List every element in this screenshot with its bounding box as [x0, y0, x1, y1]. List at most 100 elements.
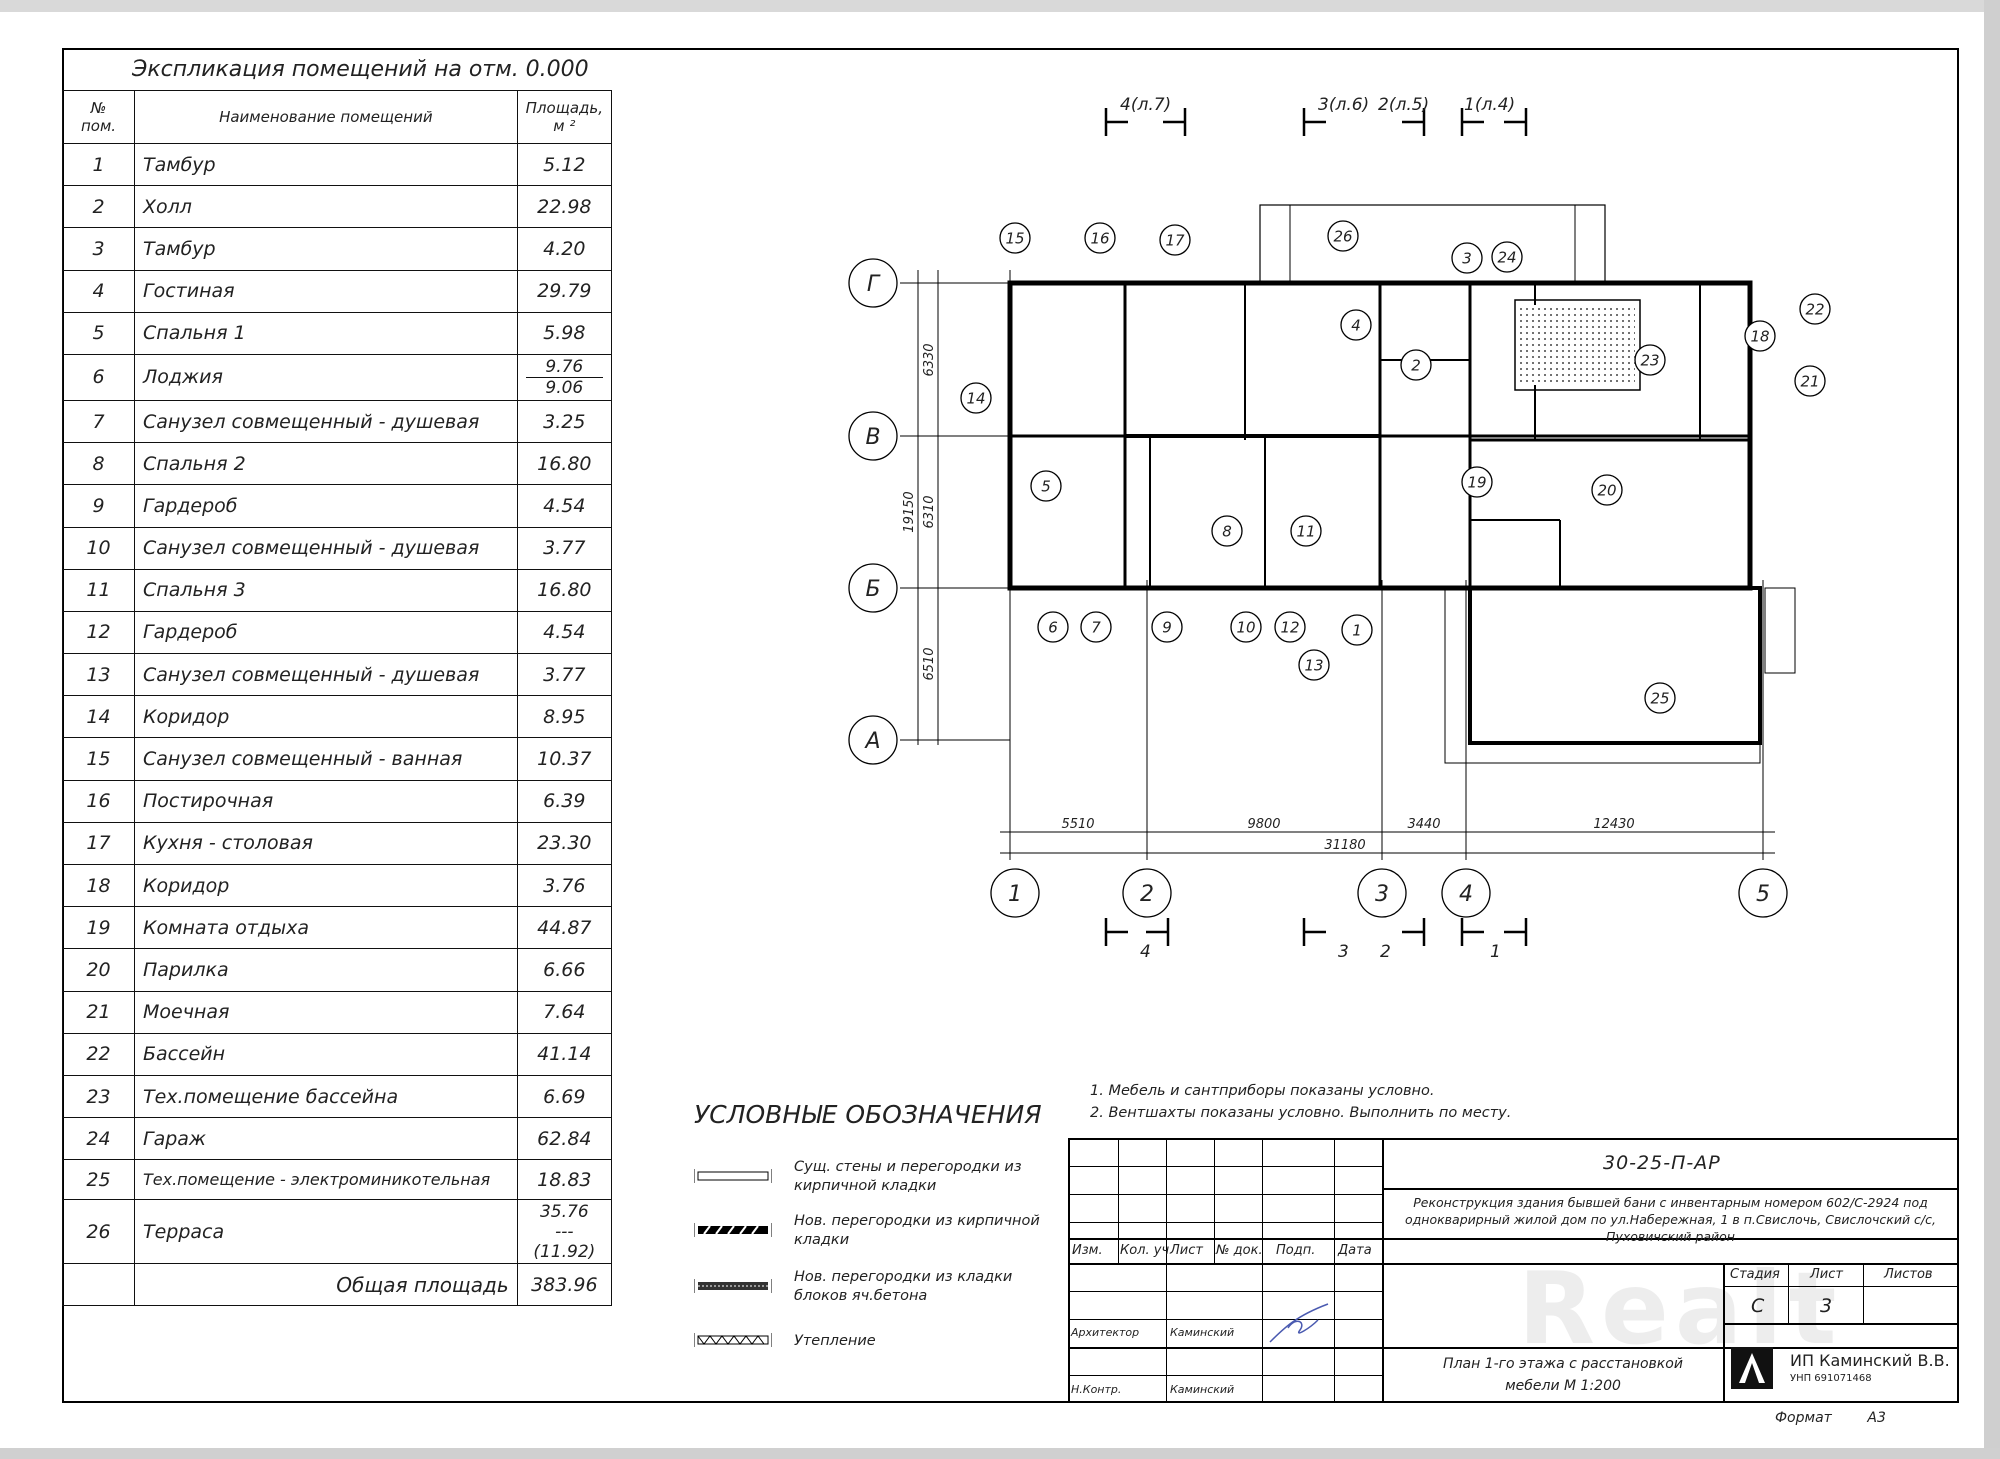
grid-row-bubble: Б	[848, 563, 898, 613]
col-doc: № док.	[1216, 1243, 1263, 1258]
marker-text: 16	[1090, 229, 1109, 247]
section-mark-bottom	[1302, 918, 1426, 946]
room-name: Гардероб	[134, 610, 518, 655]
marker-text: 2	[1140, 882, 1154, 907]
room-marker: 26	[1327, 220, 1359, 252]
room-number: 13	[62, 653, 135, 697]
room-area: 8.95	[516, 695, 613, 739]
legend-item-existing-walls: Сущ. стены и перегородки из кирпичной кл…	[694, 1158, 1054, 1202]
marker-text: 6	[1048, 618, 1058, 636]
room-area-main: 35.76	[539, 1201, 589, 1222]
room-name: Санузел совмещенный - душевая	[134, 526, 518, 570]
room-marker: 8	[1211, 515, 1243, 547]
dimension-label: 6510	[922, 647, 937, 680]
header-area: Площадь, м ²	[516, 90, 613, 144]
new-block-symbol	[694, 1279, 772, 1293]
room-marker: 10	[1230, 611, 1262, 643]
room-marker: 15	[999, 222, 1031, 254]
dimension-label: 3440	[1407, 817, 1440, 832]
room-marker: 6	[1037, 611, 1069, 643]
total-label: Общая площадь	[134, 1263, 518, 1307]
legend-item-new-brick: Нов. перегородки из кирпичной кладки	[694, 1212, 1054, 1256]
room-number: 12	[62, 610, 135, 655]
existing-wall-symbol	[694, 1169, 772, 1183]
legend-label: Нов. перегородки из кладки блоков яч.бет…	[794, 1269, 1013, 1304]
room-area: 3.77	[516, 526, 613, 570]
room-name: Лоджия	[134, 353, 518, 401]
room-marker: 11	[1290, 515, 1322, 547]
room-name: Бассейн	[134, 1032, 518, 1076]
explication-title: Экспликация помещений на отм. 0.000	[132, 57, 589, 82]
room-marker: 22	[1799, 293, 1831, 325]
marker-text: 21	[1800, 372, 1819, 390]
role-norm-control: Н.Контр.	[1071, 1383, 1122, 1396]
room-area: 5.12	[516, 142, 613, 187]
organization-logo	[1731, 1347, 1773, 1389]
new-brick-symbol	[694, 1223, 772, 1237]
col-podp: Подп.	[1276, 1243, 1316, 1258]
room-marker: 21	[1794, 365, 1826, 397]
room-name: Коридор	[134, 863, 518, 908]
marker-text: 15	[1005, 229, 1024, 247]
role-architect: Архитектор	[1071, 1326, 1140, 1339]
room-marker: 20	[1591, 474, 1623, 506]
room-number: 22	[62, 1032, 135, 1076]
marker-text: А	[863, 729, 880, 754]
room-area: 3.25	[516, 399, 613, 444]
marker-text: 26	[1333, 227, 1352, 245]
room-marker: 19	[1461, 466, 1493, 498]
watermark: Realt	[1518, 1250, 1843, 1367]
room-area-main: 9.76	[525, 357, 603, 378]
room-area: 16.80	[516, 442, 613, 486]
room-marker: 18	[1744, 320, 1776, 352]
marker-text: 7	[1091, 618, 1101, 636]
col-izm: Изм.	[1072, 1243, 1103, 1258]
room-number: 3	[62, 227, 135, 271]
room-area: 7.64	[516, 990, 613, 1034]
col-kol-uch: Кол. уч	[1120, 1243, 1170, 1258]
grid-row-bubble: В	[848, 411, 898, 461]
marker-text: 1	[1352, 621, 1362, 639]
room-area: 6.69	[516, 1074, 613, 1119]
marker-text: 8	[1222, 522, 1232, 540]
room-number: 14	[62, 695, 135, 739]
stage-header: Стадия	[1730, 1267, 1780, 1282]
signature	[1269, 1303, 1329, 1343]
legend-label: Утепление	[794, 1333, 876, 1349]
room-marker: 25	[1644, 682, 1676, 714]
room-number: 5	[62, 311, 135, 355]
marker-text: 25	[1650, 689, 1669, 707]
marker-text: 5	[1756, 882, 1770, 907]
grid-col-bubble: 5	[1738, 868, 1788, 918]
viewer-scrollbar[interactable]	[1984, 0, 2000, 1459]
room-area: 62.84	[516, 1117, 613, 1161]
dimension-total: 19150	[902, 491, 917, 532]
room-number: 18	[62, 863, 135, 908]
room-name: Санузел совмещенный - душевая	[134, 399, 518, 444]
format-value: А3	[1867, 1410, 1886, 1426]
section-mark-bottom	[1460, 918, 1528, 946]
room-number: 21	[62, 990, 135, 1034]
marker-text: 5	[1041, 477, 1051, 495]
legend-item-new-blocks: Нов. перегородки из кладки блоков яч.бет…	[694, 1268, 1054, 1312]
room-area: 44.87	[516, 906, 613, 950]
explication-grid: № пом. Наименование помещений Площадь, м…	[62, 90, 613, 1307]
room-marker: 16	[1084, 222, 1116, 254]
room-marker: 2	[1400, 349, 1432, 381]
stage-value: С	[1751, 1295, 1765, 1317]
section-mark-top	[1302, 108, 1426, 136]
section-label: 2(л.5)	[1378, 95, 1429, 115]
